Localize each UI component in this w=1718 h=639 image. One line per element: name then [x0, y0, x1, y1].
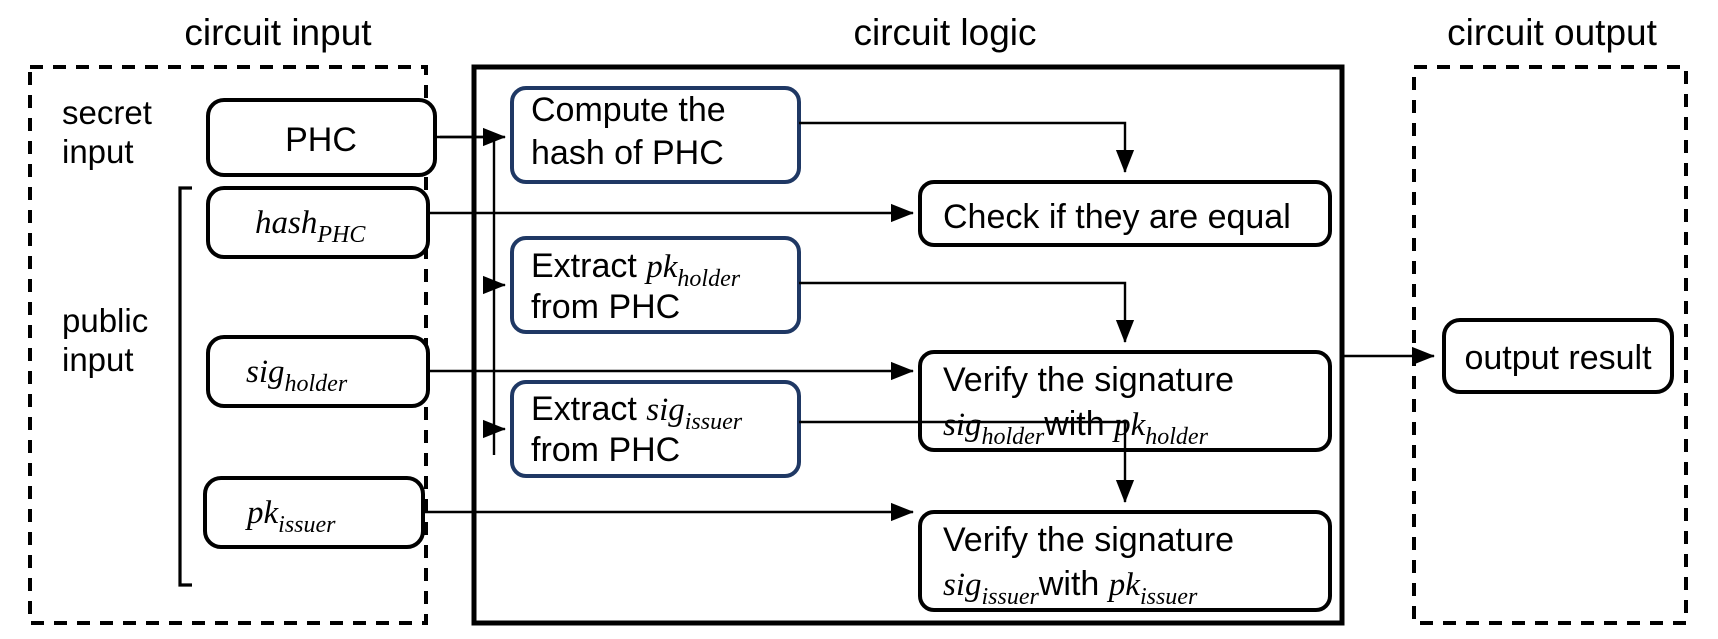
- circuit-logic-frame: [471, 64, 1345, 626]
- logic-box-check-equal-line1: Check if they are equal: [943, 198, 1291, 236]
- input-box-hash-phc[interactable]: hashPHC: [206, 186, 430, 259]
- public-input-bracket: [178, 186, 192, 587]
- logic-box-check-equal-shape[interactable]: [918, 180, 1332, 247]
- logic-box-verify-holder-line2: sigholderwith pkholder: [943, 405, 1209, 450]
- logic-box-extract-sig-issuer-shape[interactable]: [510, 380, 801, 478]
- logic-box-verify-issuer-line1: Verify the signature: [943, 521, 1234, 559]
- logic-box-compute-hash[interactable]: Compute the hash of PHC: [510, 86, 801, 184]
- svg-text:public: public: [62, 302, 148, 339]
- logic-box-compute-hash-line2: hash of PHC: [531, 134, 724, 172]
- logic-box-check-equal[interactable]: Check if they are equal: [918, 180, 1332, 247]
- svg-text:input: input: [62, 341, 134, 378]
- output-box-result-label: output result: [1464, 339, 1652, 377]
- input-box-hash-phc-shape[interactable]: [206, 186, 430, 259]
- svg-text:input: input: [62, 133, 134, 170]
- logic-box-verify-holder-line1: Verify the signature: [943, 361, 1234, 399]
- input-box-phc-label: PHC: [285, 121, 357, 159]
- input-box-hash-phc-label: hashPHC: [255, 205, 366, 248]
- logic-box-verify-issuer-line2: sigissuerwith pkissuer: [943, 565, 1198, 610]
- svg-text:secret: secret: [62, 94, 152, 131]
- logic-box-extract-pk-holder-shape[interactable]: [510, 236, 801, 334]
- logic-box-verify-issuer-shape[interactable]: [918, 510, 1332, 612]
- arrow-extract-sig-issuer-to-verify-issuer: [799, 420, 1135, 503]
- input-box-pk-issuer[interactable]: pkissuer: [203, 476, 425, 549]
- logic-box-compute-hash-line1: Compute the: [531, 91, 726, 129]
- logic-box-extract-pk-holder-line1: Extract pkholder: [531, 247, 741, 292]
- logic-box-extract-sig-issuer[interactable]: Extract sigissuer from PHC: [510, 380, 801, 478]
- public-input-label: public input: [62, 302, 148, 378]
- arrow-extract-pk-holder-to-verify-holder: [799, 281, 1135, 343]
- output-box-result[interactable]: output result: [1442, 318, 1674, 394]
- output-box-result-shape[interactable]: [1442, 318, 1674, 394]
- logic-box-extract-sig-issuer-line2: from PHC: [531, 431, 680, 469]
- input-box-phc[interactable]: PHC: [206, 98, 437, 177]
- section-title-circuit-output: circuit output: [1447, 12, 1657, 53]
- logic-box-extract-sig-issuer-line1: Extract sigissuer: [531, 390, 743, 435]
- logic-box-extract-pk-holder[interactable]: Extract pkholder from PHC: [510, 236, 801, 334]
- logic-box-compute-hash-shape[interactable]: [510, 86, 801, 184]
- input-box-sig-holder-label: sigholder: [246, 354, 348, 397]
- section-title-circuit-input: circuit input: [184, 12, 372, 53]
- secret-input-label: secret input: [62, 94, 152, 170]
- input-box-sig-holder[interactable]: sigholder: [206, 335, 430, 408]
- input-box-pk-issuer-label: pkissuer: [245, 495, 336, 538]
- section-title-circuit-logic: circuit logic: [854, 12, 1037, 53]
- logic-box-verify-issuer[interactable]: Verify the signature sigissuerwith pkiss…: [918, 510, 1332, 612]
- arrow-compute-hash-to-check-equal: [799, 121, 1135, 173]
- logic-box-extract-pk-holder-line2: from PHC: [531, 288, 680, 326]
